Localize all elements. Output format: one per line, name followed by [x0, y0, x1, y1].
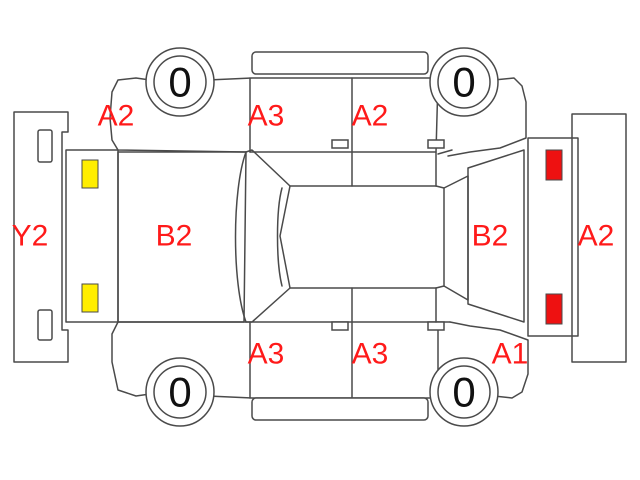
tire-top-left: 0 — [145, 47, 215, 117]
label-front-left-door: A3 — [248, 100, 285, 133]
side-sills — [251, 51, 429, 421]
label-trunk: B2 — [472, 220, 509, 253]
label-rear-right-quarter: A1 — [492, 338, 529, 371]
label-rear-bumper: A2 — [578, 220, 615, 253]
rear-lamp-right — [545, 293, 563, 325]
label-rear-left-door: A2 — [352, 100, 389, 133]
front-lamp-right — [81, 283, 99, 313]
label-front-bumper: Y2 — [12, 220, 49, 253]
label-hood: B2 — [156, 220, 193, 253]
label-front-left-fender: A2 — [98, 100, 135, 133]
label-rear-right-door: A3 — [352, 338, 389, 371]
front-bumper — [13, 111, 69, 363]
tire-top-left-value: 0 — [168, 59, 191, 106]
rear-lamp-panel — [527, 137, 573, 337]
front-lamp-panel — [65, 149, 119, 323]
tire-bottom-right: 0 — [429, 357, 499, 427]
label-front-right-door: A3 — [248, 338, 285, 371]
tire-bottom-left: 0 — [145, 357, 215, 427]
hood-panel — [117, 151, 247, 323]
tire-top-right-value: 0 — [452, 59, 475, 106]
tire-bottom-right-value: 0 — [452, 369, 475, 416]
trunk-panel — [467, 149, 525, 323]
tire-top-right: 0 — [429, 47, 499, 117]
rear-lamp-left — [545, 149, 563, 181]
tire-bottom-left-value: 0 — [168, 369, 191, 416]
rear-bumper — [571, 113, 627, 363]
front-lamp-left — [81, 159, 99, 189]
